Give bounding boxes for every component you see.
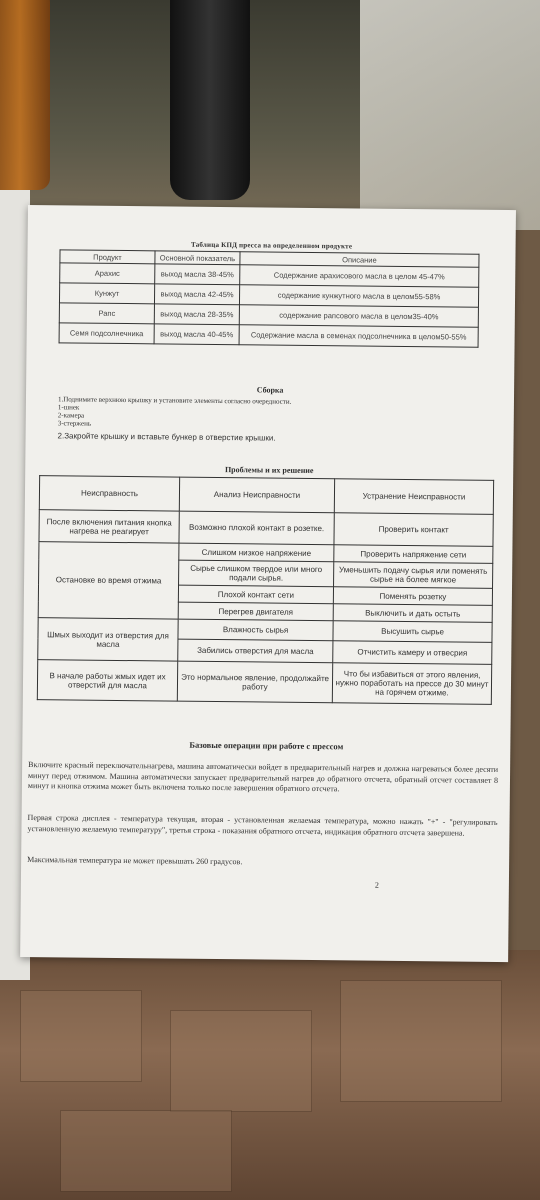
bottle-photo-element (170, 0, 250, 200)
analysis-cell: Забились отверстия для масла (177, 639, 333, 663)
fix-cell: Отчистить камеру и отвесрия (332, 640, 492, 665)
product-cell: Арахис (59, 262, 155, 284)
product-cell: Рапс (59, 302, 155, 324)
analysis-cell: Перегрев двигателя (178, 602, 334, 621)
floor-background (0, 950, 540, 1200)
yield-cell: выход масла 40-45% (154, 323, 240, 345)
analysis-cell: Плохой контакт сети (178, 585, 334, 604)
assembly-item: 3-стержень (57, 419, 92, 428)
fault-cell: В начале работы жмых идет их отверстий д… (37, 659, 178, 702)
assembly-steps: 1.Поднимите верхнюю крышку и установите … (58, 395, 292, 429)
table1-header: Основной показатель (154, 250, 241, 265)
table-row: Семя подсолнечника выход масла 40-45% Со… (59, 322, 479, 348)
fault-cell: После включения питания кнопка нагрева н… (38, 509, 180, 544)
fault-cell: Шмых выходит из отверстия для масла (37, 617, 179, 662)
problems-header: Устранение Неисправности (334, 478, 494, 515)
problems-header: Анализ Неисправности (179, 477, 335, 513)
fix-cell: Выключить и дать остыть (333, 603, 493, 623)
analysis-cell: Влажность сырья (177, 619, 334, 641)
analysis-cell: Сырье слишком твердое или много подали с… (178, 560, 334, 587)
fix-cell: Проверить контакт (333, 512, 494, 547)
document-page: Таблица КПД пресса на определенном проду… (20, 205, 516, 963)
table-row: После включения питания кнопка нагрева н… (38, 509, 494, 547)
fix-cell: Проверить напряжение сети (333, 544, 493, 564)
table-row: Шмых выходит из отверстия для масла Влаж… (37, 617, 493, 662)
desc-cell: содержание кунжутного масла в целом55-58… (239, 284, 479, 308)
basics-paragraph-3: Максимальная температура не может превыш… (27, 855, 243, 867)
jar-photo-element (0, 0, 50, 190)
fix-cell: Уменьшить подачу сырья или поменять сырь… (333, 561, 493, 589)
yield-cell: выход масла 42-45% (154, 283, 240, 305)
analysis-cell: Это нормальное явление, продолжайте рабо… (177, 661, 333, 703)
fault-cell: Остановке во время отжима (38, 541, 179, 620)
basics-paragraph-2: Первая строка дисплея - температура теку… (27, 813, 498, 838)
fix-cell: Что бы избавиться от этого явления, нужн… (332, 662, 492, 705)
table-row: В начале работы жмых идет их отверстий д… (37, 659, 492, 705)
product-cell: Семя подсолнечника (59, 322, 155, 344)
desc-cell: Содержание масла в семенах подсолнечника… (239, 324, 479, 348)
plastic-bag-photo-element (360, 0, 540, 230)
yield-table: Продукт Основной показатель Описание Ара… (59, 249, 480, 348)
assembly-step-2: 2.Закройте крышку и вставьте бункер в от… (57, 431, 276, 443)
page-number: 2 (374, 880, 379, 890)
desc-cell: содержание рапсового масла в целом35-40% (239, 304, 479, 328)
table1-header: Продукт (59, 249, 156, 264)
problems-table: Неисправность Анализ Неисправности Устра… (37, 475, 494, 705)
desc-cell: Содержание арахисового масла в целом 45-… (239, 264, 479, 288)
basics-paragraph-1: Включите красный переключательнагрева, м… (27, 760, 499, 794)
problems-header: Неисправность (39, 475, 180, 512)
analysis-cell: Слишком низкое напряжение (178, 543, 334, 562)
fix-cell: Высушить сырье (332, 620, 493, 643)
basics-title: Базовые операции при работе с прессом (189, 739, 344, 752)
analysis-cell: Возможно плохой контакт в розетке. (178, 511, 335, 545)
product-cell: Кунжут (59, 282, 155, 304)
yield-cell: выход масла 28-35% (154, 303, 240, 325)
yield-cell: выход масла 38-45% (154, 263, 240, 285)
fix-cell: Поменять розетку (333, 586, 493, 606)
